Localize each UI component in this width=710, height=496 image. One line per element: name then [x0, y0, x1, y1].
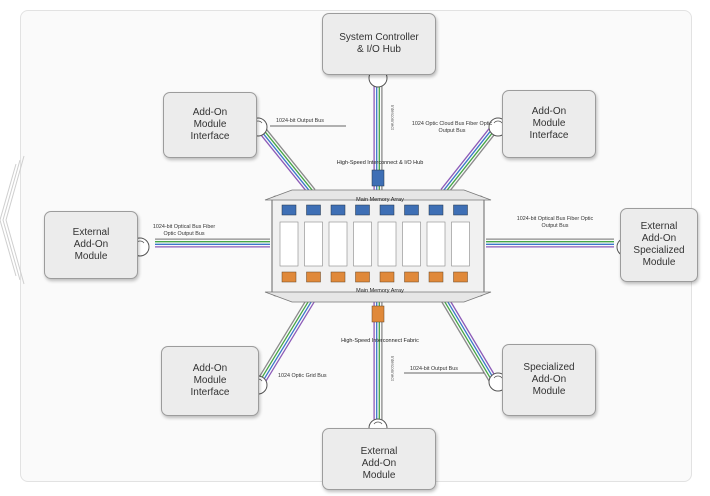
- bottom-interconnect-fabric-label: High-Speed Interconnect Fabric: [341, 338, 419, 344]
- memory-connector-top: [330, 204, 346, 216]
- bus-top-right-line: [446, 132, 497, 195]
- bus-bottom-right-line: [440, 299, 491, 383]
- memory-cell: [402, 221, 421, 267]
- memory-connector-bottom: [428, 271, 444, 283]
- bus-label-bottom-left: 1024 Optic Grid Bus: [278, 373, 327, 379]
- external-add-on-specialized-module-right[interactable]: External Add-On Specialized Module: [620, 208, 698, 282]
- bus-bottom-left-line: [262, 298, 314, 382]
- specialized-add-on-module-bottom-right[interactable]: Specialized Add-On Module: [502, 344, 596, 416]
- memory-connector-bottom: [379, 271, 395, 283]
- memory-cell: [353, 221, 372, 267]
- bus-label-vertical-top: Interconnect: [390, 105, 395, 130]
- module-label-right: External Add-On Specialized Module: [633, 221, 685, 268]
- module-label-bottom-right: Specialized Add-On Module: [523, 362, 575, 397]
- memory-cell: [377, 221, 397, 267]
- module-label-left: External Add-On Module: [72, 227, 110, 262]
- bus-label-left: 1024-bit Optical Bus Fiber Optic Output …: [150, 224, 218, 237]
- module-label-top-right: Add-On Module Interface: [529, 106, 569, 141]
- bus-bottom-left-line: [264, 299, 316, 383]
- add-on-module-interface-top-right[interactable]: Add-On Module Interface: [502, 90, 596, 158]
- hub-connector-bottom: [371, 305, 385, 323]
- top-interconnect-label: High-Speed Interconnect & I/O Hub: [336, 160, 424, 166]
- bus-bottom-right-line: [446, 295, 497, 379]
- system-controller-label: System Controller & I/O Hub: [339, 32, 419, 55]
- bus-top-left-line: [260, 130, 312, 194]
- memory-connector-bottom: [453, 271, 468, 283]
- memory-connector-top: [404, 204, 419, 216]
- add-on-module-interface-top-left[interactable]: Add-On Module Interface: [163, 92, 257, 158]
- module-label-bottom-left: Add-On Module Interface: [190, 363, 230, 398]
- system-controller-module[interactable]: System Controller & I/O Hub: [322, 13, 436, 75]
- bus-label-top-right: 1024 Optic Cloud Bus Fiber Optic Output …: [408, 121, 496, 134]
- bus-bottom-right-line: [444, 296, 495, 380]
- port-connector-arc: [373, 421, 383, 425]
- memory-connector-bottom: [330, 271, 346, 283]
- left-chevron-decoration: [0, 155, 25, 285]
- external-add-on-module-bottom[interactable]: External Add-On Module: [322, 428, 436, 490]
- memory-connector-top: [379, 204, 395, 216]
- bus-label-vertical-bottom: Interconnect: [390, 356, 395, 381]
- memory-connector-bottom: [404, 271, 419, 283]
- bus-top-left-line: [264, 127, 316, 190]
- bus-top-left-line: [262, 128, 314, 192]
- memory-connector-top: [453, 204, 468, 216]
- bus-top-left-line: [258, 132, 310, 195]
- bus-bottom-left-line: [260, 296, 312, 380]
- bottom-array-bar: [264, 291, 492, 303]
- memory-connector-top: [355, 204, 370, 216]
- bottom-memory-array-label: Main Memory Array: [356, 288, 404, 294]
- add-on-module-interface-bottom-left[interactable]: Add-On Module Interface: [161, 346, 259, 416]
- memory-connector-bottom: [281, 271, 297, 283]
- bus-label-top-left: 1024-bit Output Bus: [276, 118, 324, 124]
- hub-connector-top: [371, 169, 385, 187]
- bus-label-right-text: 1024-bit Optical Bus Fiber Optic Output …: [516, 216, 594, 229]
- external-add-on-module-left[interactable]: External Add-On Module: [44, 211, 138, 279]
- bus-label-right: 1024-bit Optical Bus Fiber Optic Output …: [510, 216, 600, 229]
- module-label-top-left: Add-On Module Interface: [190, 107, 230, 142]
- memory-connector-top: [281, 204, 297, 216]
- memory-connector-top: [306, 204, 321, 216]
- bus-top-right-line: [442, 128, 493, 192]
- port-connector-arc: [493, 120, 503, 124]
- bus-bottom-right-line: [442, 298, 493, 382]
- memory-cell: [451, 221, 470, 267]
- bus-label-bottom-right: 1024-bit Output Bus: [410, 366, 458, 372]
- top-array-bar: [264, 189, 492, 201]
- bus-label-top-right-text: 1024 Optic Cloud Bus Fiber Optic Output …: [411, 121, 493, 134]
- memory-cell: [426, 221, 446, 267]
- bus-label-left-text: 1024-bit Optical Bus Fiber Optic Output …: [152, 224, 216, 237]
- memory-cell: [304, 221, 323, 267]
- bus-top-right-line: [440, 127, 491, 190]
- memory-connector-bottom: [306, 271, 321, 283]
- bus-bottom-left-line: [258, 295, 310, 379]
- port-connector-arc: [493, 375, 503, 379]
- memory-cell: [328, 221, 348, 267]
- top-memory-array-label: Main Memory Array: [356, 197, 404, 203]
- memory-connector-top: [428, 204, 444, 216]
- memory-connector-bottom: [355, 271, 370, 283]
- memory-cell: [279, 221, 299, 267]
- bus-top-right-line: [444, 130, 495, 194]
- module-label-bottom: External Add-On Module: [360, 446, 398, 481]
